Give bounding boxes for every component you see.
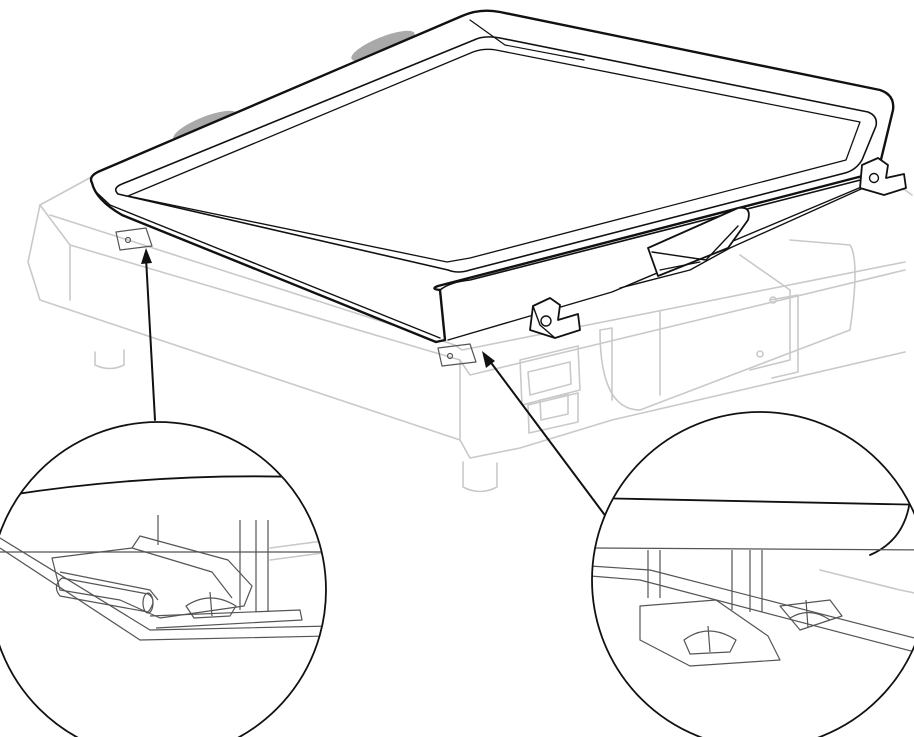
base-screw-marks [115,227,477,367]
right-clip-rear [859,157,907,196]
leader-left [141,248,156,421]
right-corner-detail [591,411,914,737]
tray-handle [619,184,871,289]
left-corner-detail [0,421,327,737]
leader-right [482,351,608,519]
side-bracket [599,239,856,411]
power-inlet [519,345,581,434]
tray [89,9,895,344]
right-clip-front [529,297,581,339]
